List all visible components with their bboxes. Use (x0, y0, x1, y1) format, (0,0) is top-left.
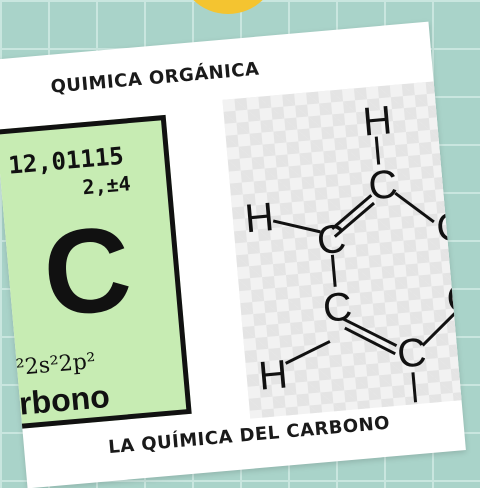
atom-carbon: C (321, 284, 354, 330)
atom-hydrogen: H (402, 400, 435, 419)
sun-decoration (178, 0, 278, 14)
periodic-element-tile: 12,01115 2,±4 C ²2s²2p² rbono (0, 114, 192, 431)
atom-carbon: C (367, 162, 400, 208)
atom-carbon: C (395, 330, 428, 376)
oxidation-states: 2,±4 (81, 171, 132, 200)
electron-configuration: ²2s²2p² (14, 348, 97, 381)
poster-card: QUIMICA ORGÁNICA 12,01115 2,±4 C ²2s²2p²… (0, 21, 466, 488)
atom-carbon: C (315, 217, 348, 263)
element-name: rbono (17, 377, 112, 422)
page-title: QUIMICA ORGÁNICA (49, 58, 261, 98)
atom-hydrogen: H (257, 352, 290, 398)
footer-title: LA QUÍMICA DEL CARBONO (107, 412, 391, 459)
atom-hydrogen: H (243, 195, 276, 241)
atom-hydrogen: H (361, 98, 394, 144)
element-symbol: C (38, 200, 137, 342)
benzene-structure: H C C H C C C H C H (243, 98, 466, 419)
atom-carbon: C (435, 204, 466, 250)
atom-carbon: C (445, 276, 466, 322)
